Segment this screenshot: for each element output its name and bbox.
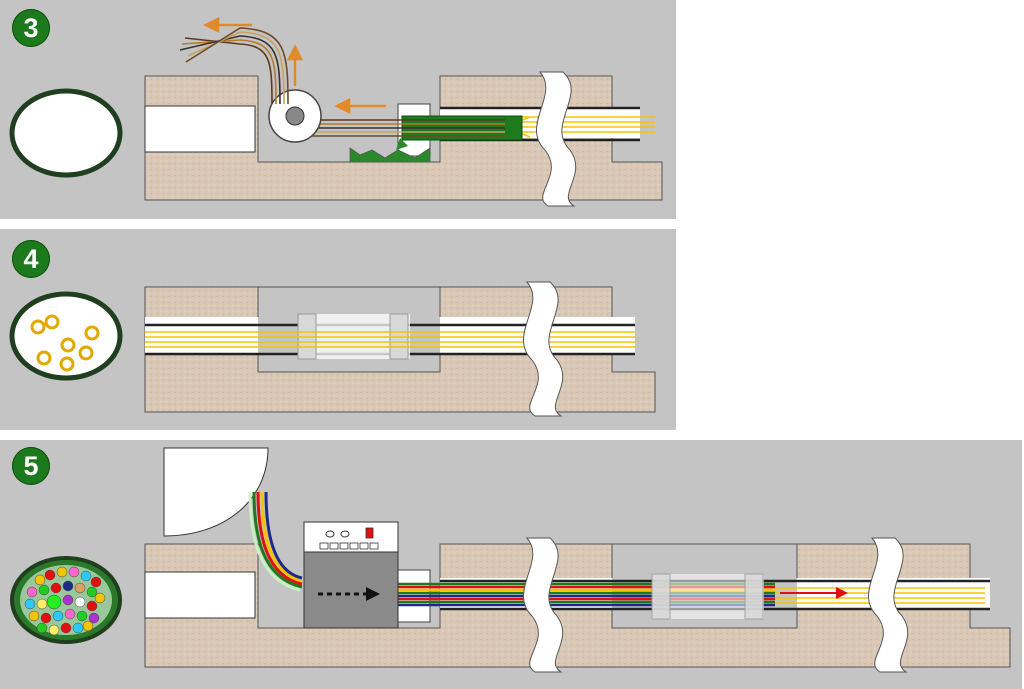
cable-feed [248, 491, 303, 592]
fiber-bundle [145, 331, 635, 348]
debris [349, 147, 431, 163]
cable-exit [179, 27, 289, 105]
step-badge-3: 3 [12, 9, 50, 47]
cross-section [9, 88, 123, 178]
break-mark [523, 281, 564, 417]
break-mark [868, 537, 909, 673]
break-mark [536, 71, 577, 207]
arrow-icon [836, 587, 848, 599]
pipe-left [144, 105, 256, 153]
step-badge-5: 5 [12, 447, 50, 485]
panel-4-diagram [9, 281, 656, 417]
panel-3-diagram [9, 16, 663, 207]
cable-reel [163, 447, 269, 537]
cable-bundle-brown [300, 119, 505, 137]
cable-cross-section [24, 566, 106, 636]
fiber-cross-section [30, 314, 100, 372]
step-badge-4: 4 [12, 240, 50, 278]
panel-step-4: 4 [0, 229, 676, 430]
arrow-icon [366, 587, 380, 601]
arrow-icon [203, 16, 386, 115]
panel-step-3: 3 [0, 0, 676, 219]
panel-5-diagram [10, 447, 1011, 673]
panel-step-5: 5 [0, 440, 1022, 689]
pipe-left [144, 571, 256, 619]
break-mark [523, 537, 564, 673]
